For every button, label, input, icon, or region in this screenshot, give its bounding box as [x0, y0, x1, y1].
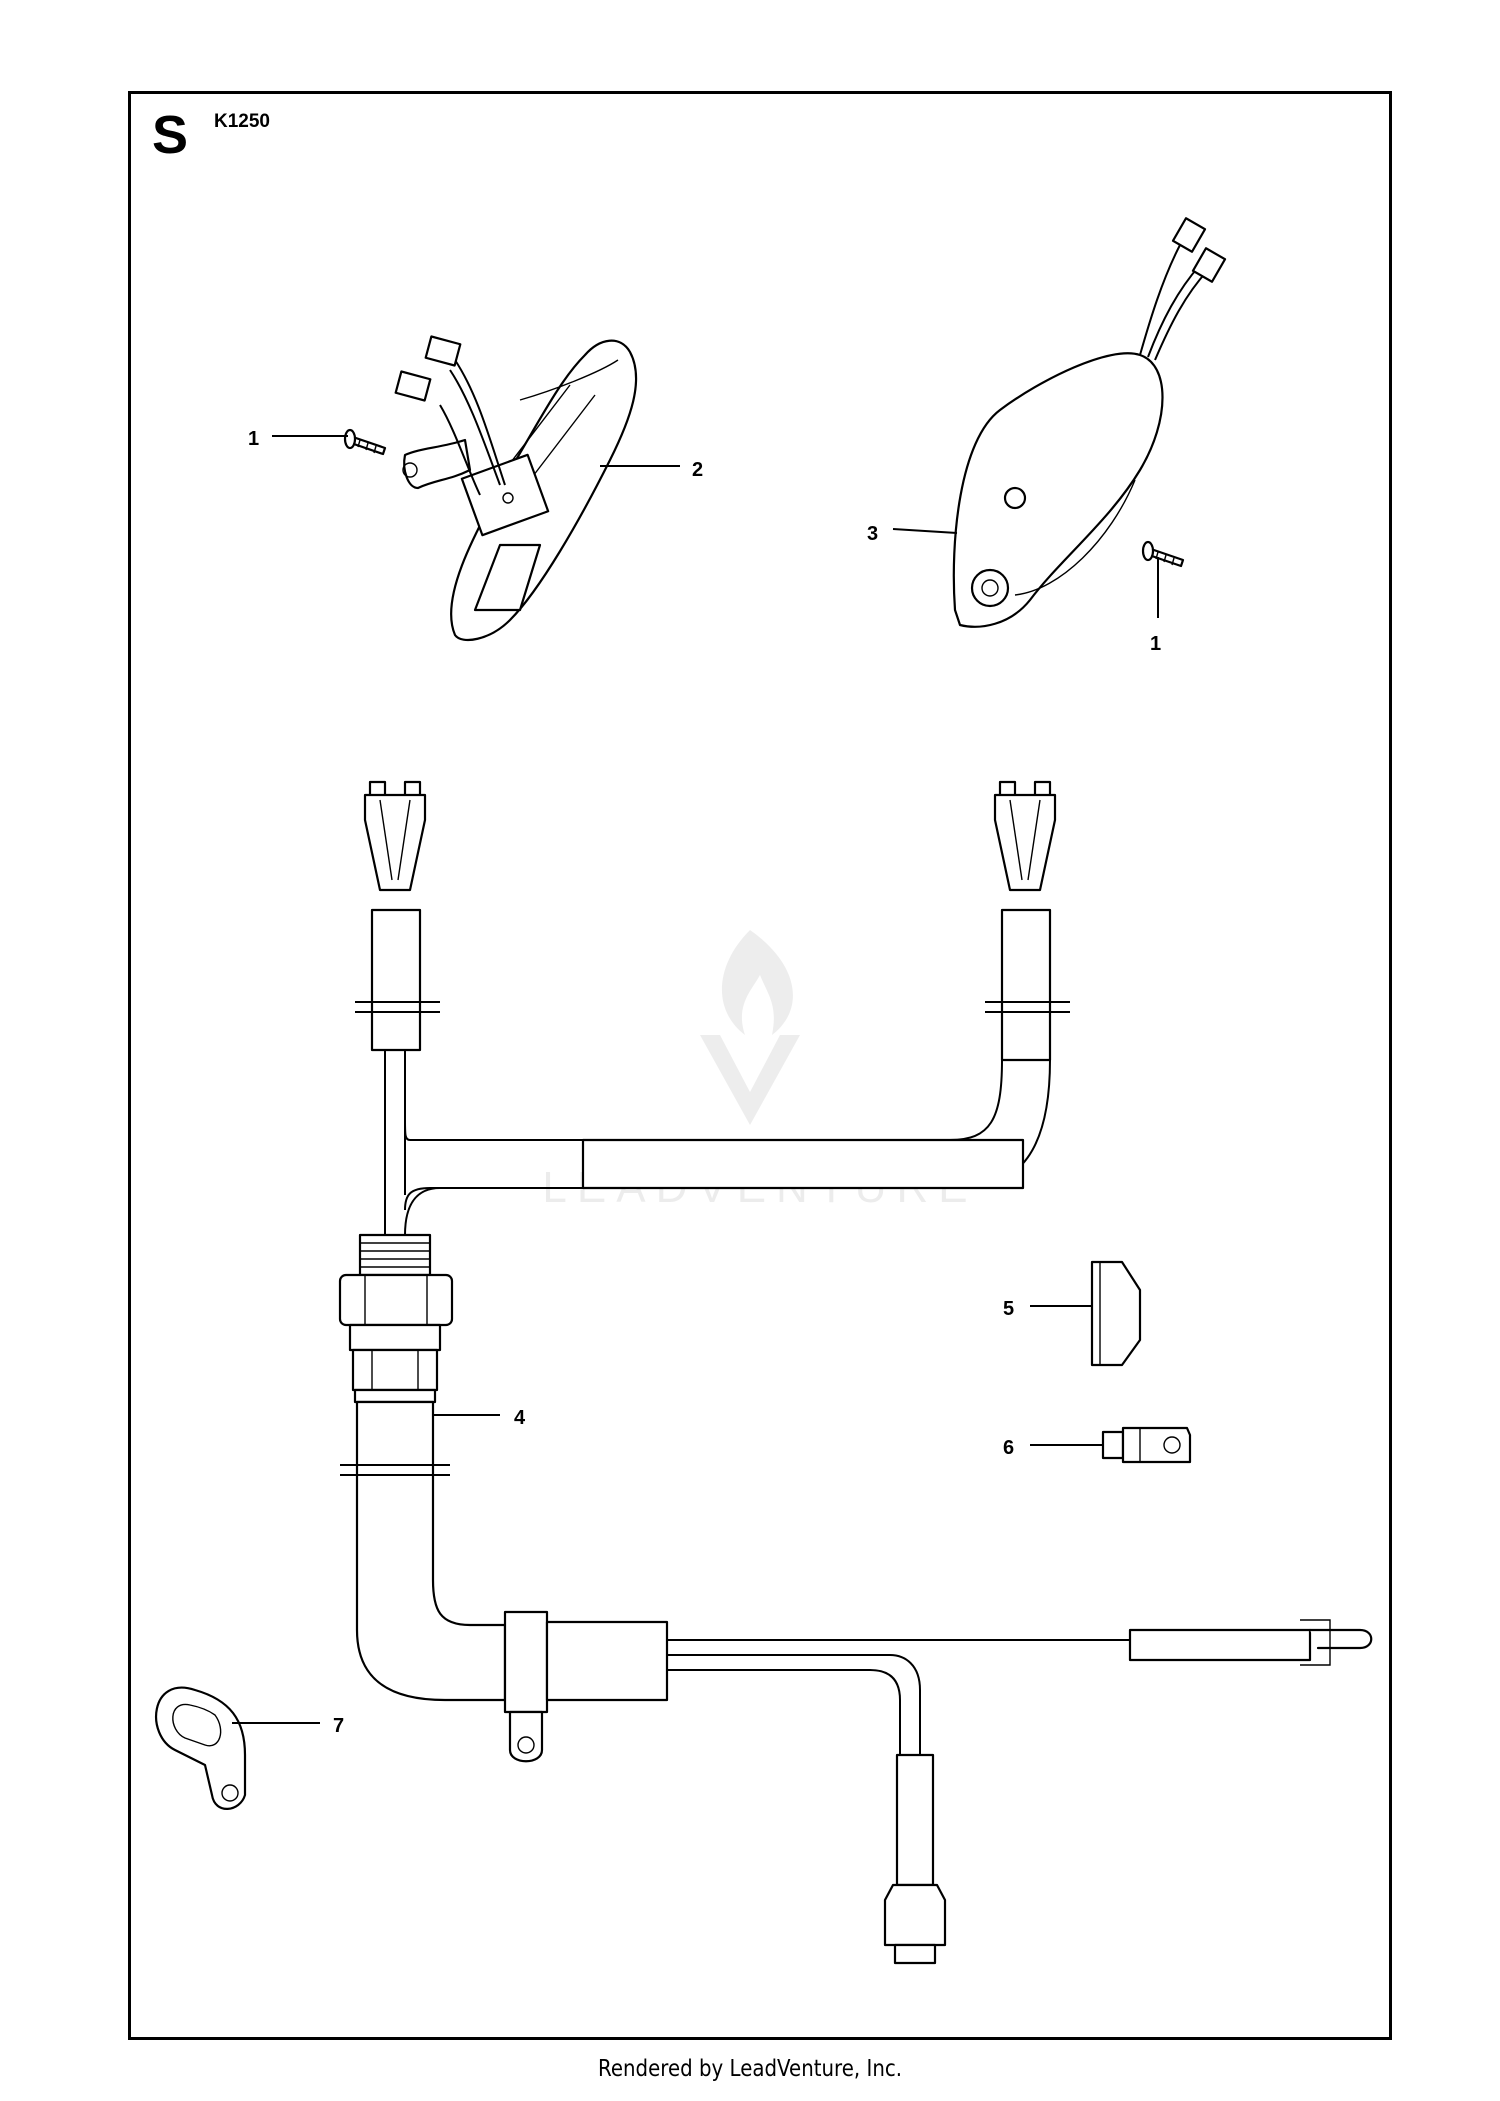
diagram-frame: [128, 91, 1392, 2040]
switch-cover-part: [952, 217, 1227, 628]
callout-3: 3: [867, 523, 878, 545]
grommet-part: [1090, 1260, 1142, 1367]
switch-holder-part: [394, 335, 638, 642]
leader-lines: [232, 435, 1159, 1724]
callout-7: 7: [333, 1715, 344, 1737]
callout-5: 5: [1003, 1298, 1014, 1320]
callout-2: 2: [692, 459, 703, 481]
screw-part: [343, 428, 387, 456]
callout-6: 6: [1003, 1437, 1014, 1459]
terminal-part: [1101, 1426, 1192, 1464]
footer-credit: Rendered by LeadVenture, Inc.: [597, 2056, 903, 2082]
callout-1b: 1: [1150, 633, 1161, 655]
callout-4: 4: [514, 1407, 526, 1429]
section-letter: S: [152, 105, 189, 165]
screw-part: [1141, 540, 1185, 568]
callout-1a: 1: [248, 428, 259, 450]
cable-clamp-part: [154, 1686, 247, 1810]
wiring-harness-part: [338, 780, 1373, 1965]
diagram-code: K1250: [214, 111, 270, 132]
